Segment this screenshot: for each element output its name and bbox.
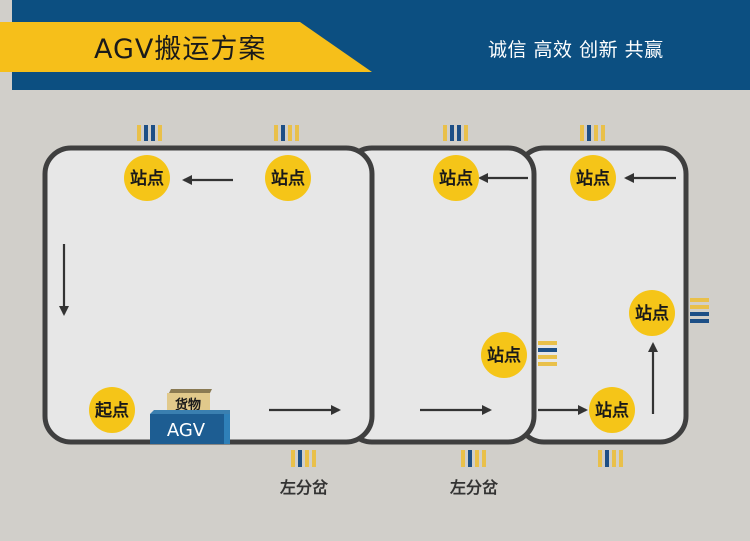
station-node: 站点: [570, 155, 616, 201]
slogan: 诚信 高效 创新 共赢: [488, 39, 664, 61]
fork-label-2: 左分岔: [449, 478, 499, 497]
title-banner: [0, 22, 372, 72]
track-marker-side-1: [538, 341, 557, 366]
station-node: 站点: [481, 332, 527, 378]
svg-text:站点: 站点: [576, 168, 610, 189]
track-marker-bottom-3: [598, 450, 623, 467]
track-marker-bottom-1: [291, 450, 316, 467]
track-marker-top-2: [274, 125, 299, 141]
track-marker-bottom-2: [461, 450, 486, 467]
svg-text:站点: 站点: [635, 303, 669, 324]
svg-text:起点: 起点: [94, 400, 129, 421]
track-marker-top-1: [137, 125, 162, 141]
cargo-box: [167, 393, 210, 414]
svg-text:货物: 货物: [175, 397, 201, 413]
svg-text:站点: 站点: [487, 345, 521, 366]
agv-vehicle: 货物 AGV: [150, 389, 230, 444]
page-title: AGV搬运方案: [94, 34, 267, 65]
svg-text:站点: 站点: [271, 168, 305, 189]
svg-text:AGV: AGV: [167, 420, 206, 441]
svg-text:站点: 站点: [595, 400, 629, 421]
station-node: 站点: [124, 155, 170, 201]
track-marker-top-3: [443, 125, 468, 141]
station-node: 站点: [629, 290, 675, 336]
station-node: 站点: [589, 387, 635, 433]
track-marker-top-4: [580, 125, 605, 141]
svg-text:站点: 站点: [130, 168, 164, 189]
station-node: 站点: [433, 155, 479, 201]
svg-text:站点: 站点: [439, 168, 473, 189]
track-marker-side-2: [690, 298, 709, 323]
fork-label-1: 左分岔: [279, 478, 329, 497]
station-node: 站点: [265, 155, 311, 201]
start-node: 起点: [89, 387, 135, 433]
